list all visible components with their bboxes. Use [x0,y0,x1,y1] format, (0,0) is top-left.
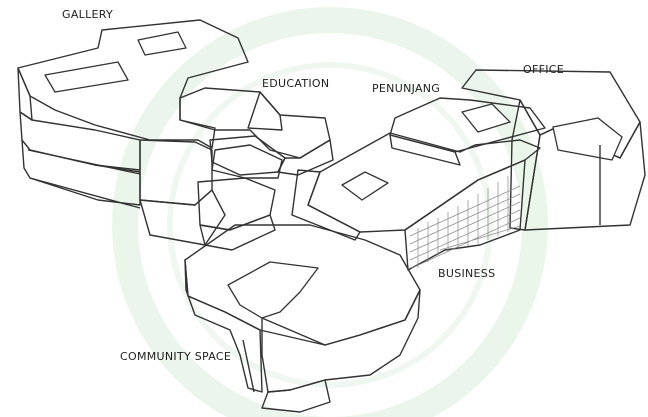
community-space-block [184,224,421,413]
penunjang-block [389,97,546,166]
gallery-block [17,19,283,251]
business-block [291,132,541,271]
label-community-space: COMMUNITY SPACE [120,350,231,363]
label-penunjang: PENUNJANG [372,82,440,95]
label-business: BUSINESS [438,267,495,280]
label-education: EDUCATION [262,77,329,90]
office-block [461,69,646,231]
label-gallery: GALLERY [62,8,113,21]
watermark [112,7,548,417]
label-office: OFFICE [523,63,564,76]
